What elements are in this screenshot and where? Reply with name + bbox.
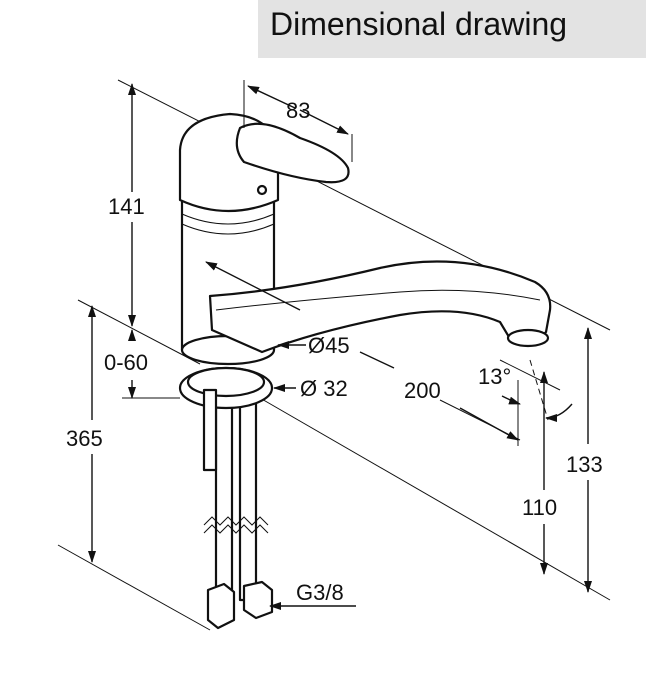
- page-title: Dimensional drawing: [270, 6, 568, 42]
- callout-thread: G3/8: [269, 580, 356, 610]
- dimension-diameter-32: Ø 32: [273, 376, 348, 401]
- dim-label-spout-reach: 200: [404, 378, 441, 403]
- dimension-110: 110: [522, 371, 557, 575]
- dimension-200: 200: [205, 261, 519, 446]
- dimension-365: 365: [66, 305, 103, 563]
- dim-label-handle-width: 83: [286, 98, 310, 123]
- dim-label-diameter-body: Ø45: [308, 333, 350, 358]
- dim-label-thread: G3/8: [296, 580, 344, 605]
- dim-label-counter-thickness: 0-60: [104, 350, 148, 375]
- dim-label-body-height: 141: [108, 194, 145, 219]
- dim-label-spout-height: 133: [566, 452, 603, 477]
- dimension-diameter-45: Ø45: [277, 333, 350, 358]
- dimension-83: 83: [243, 80, 353, 162]
- dim-label-spout-angle: 13°: [478, 364, 511, 389]
- dimension-133: 133: [566, 327, 603, 593]
- title-box: Dimensional drawing: [258, 0, 646, 58]
- dim-label-outlet-height: 110: [522, 495, 557, 520]
- dimension-angle-13: 13°: [478, 359, 573, 422]
- dim-label-diameter-base: Ø 32: [300, 376, 348, 401]
- faucet-illustration: [178, 112, 552, 630]
- dimension-0-60: 0-60: [104, 329, 180, 399]
- dimension-141: 141: [108, 83, 145, 327]
- dim-label-hose-length: 365: [66, 426, 103, 451]
